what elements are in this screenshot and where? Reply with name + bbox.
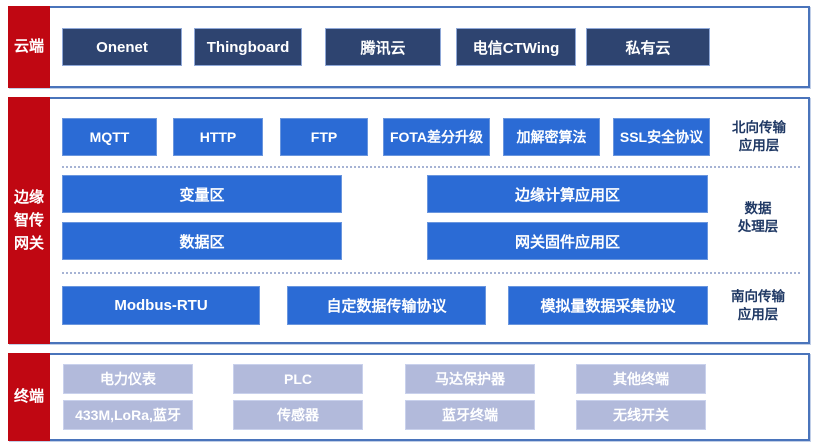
terminal-box: 其他终端 [576,364,706,394]
north-protocol-row: MQTT HTTP FTP FOTA差分升级 加解密算法 SSL安全协议 北向传… [62,118,808,156]
edge-gateway-content: MQTT HTTP FTP FOTA差分升级 加解密算法 SSL安全协议 北向传… [50,99,808,342]
edge-gateway-section-tab: 边缘 智传 网关 [8,97,50,344]
data-area-box: 变量区 [62,175,342,213]
terminal-box: 马达保护器 [405,364,535,394]
south-protocol-box: 自定数据传输协议 [287,286,486,325]
cloud-section: 云端 Onenet Thingboard 腾讯云 电信CTWing 私有云 [8,6,810,88]
protocol-box: 加解密算法 [503,118,600,156]
app-area-box: 网关固件应用区 [427,222,708,260]
north-layer-label: 北向传输 应用层 [732,120,786,153]
protocol-box: HTTP [173,118,263,156]
terminal-box: 无线开关 [576,400,706,430]
app-area-column: 边缘计算应用区 网关固件应用区 [427,175,708,260]
south-protocol-row: Modbus-RTU 自定数据传输协议 模拟量数据采集协议 南向传输 应用层 [62,286,808,325]
protocol-box: FTP [280,118,368,156]
cloud-platform-box: 私有云 [586,28,710,66]
cloud-platform-box: Thingboard [194,28,302,66]
data-processing-block: 变量区 数据区 边缘计算应用区 网关固件应用区 数据 处理层 [62,175,808,260]
cloud-platform-box: Onenet [62,28,182,66]
cloud-section-tab-label: 云端 [13,38,44,56]
app-area-box: 边缘计算应用区 [427,175,708,213]
terminal-content: 电力仪表 PLC 马达保护器 其他终端 433M,LoRa,蓝牙 传感器 蓝牙终… [50,355,808,439]
cloud-platform-box: 腾讯云 [325,28,441,66]
dotted-divider [62,166,800,168]
cloud-platform-box: 电信CTWing [456,28,576,66]
terminal-box: 蓝牙终端 [405,400,535,430]
south-protocol-box: 模拟量数据采集协议 [508,286,708,325]
terminal-section: 终端 电力仪表 PLC 马达保护器 其他终端 433M,LoRa,蓝牙 传感器 … [8,353,810,441]
data-area-column: 变量区 数据区 [62,175,342,260]
cloud-platform-row: Onenet Thingboard 腾讯云 电信CTWing 私有云 [50,8,808,86]
south-protocol-box: Modbus-RTU [62,286,260,325]
protocol-box: MQTT [62,118,157,156]
terminal-section-tab: 终端 [8,353,50,441]
data-area-box: 数据区 [62,222,342,260]
terminal-box: PLC [233,364,363,394]
terminal-section-tab-label: 终端 [13,388,44,406]
cloud-section-tab: 云端 [8,6,50,88]
terminal-row: 电力仪表 PLC 马达保护器 其他终端 [63,364,808,394]
edge-gateway-tab-line: 智传 [13,211,44,229]
edge-gateway-section: 边缘 智传 网关 MQTT HTTP FTP FOTA差分升级 加解密算法 SS… [8,97,810,344]
terminal-box: 电力仪表 [63,364,193,394]
dotted-divider [62,272,800,274]
terminal-row: 433M,LoRa,蓝牙 传感器 蓝牙终端 无线开关 [63,400,808,430]
protocol-box: FOTA差分升级 [383,118,490,156]
south-layer-label: 南向传输 应用层 [731,288,785,322]
terminal-box: 传感器 [233,400,363,430]
protocol-box: SSL安全协议 [613,118,710,156]
terminal-box: 433M,LoRa,蓝牙 [63,400,193,430]
data-layer-label: 数据 处理层 [737,200,779,234]
edge-gateway-tab-line: 网关 [13,235,44,253]
edge-gateway-tab-line: 边缘 [13,188,44,206]
